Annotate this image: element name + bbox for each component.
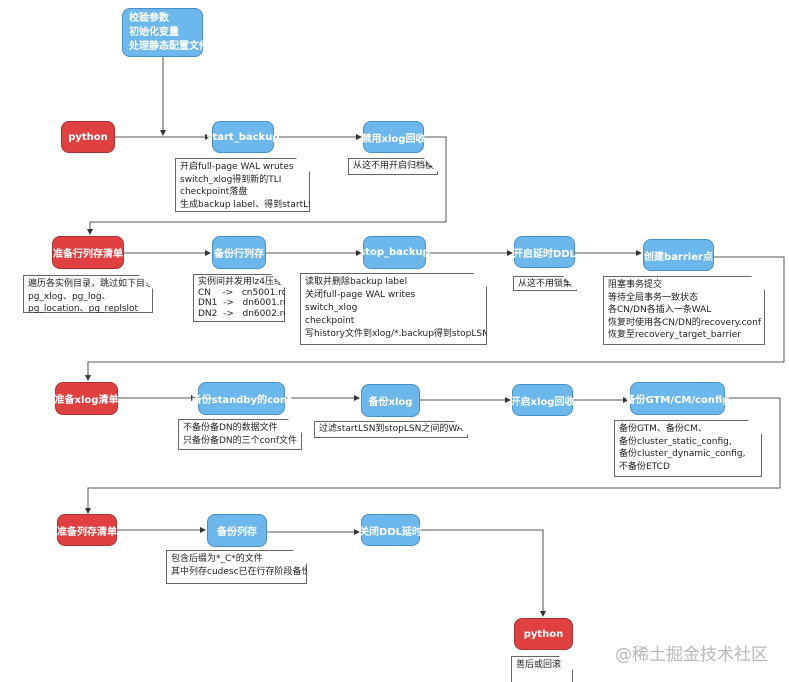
watermark: @稀土掘金技术社区 — [615, 645, 768, 665]
stop-backup-node: stop_backup — [359, 236, 430, 269]
edge — [85, 397, 781, 514]
backup-gtm-cm-config-node: 备份GTM/CM/config — [626, 382, 729, 415]
note-prepare-row-col-list: 遍历各实例目录，跳过如下目录:pg_xlog、pg_log、pg_locatio… — [23, 275, 153, 313]
label: 处理静态配置文件 — [129, 40, 209, 52]
close-delay-ddl-node: 关闭DDL延时 — [359, 514, 422, 546]
prepare-xlog-list-node: 准备xlog清单 — [55, 382, 118, 415]
label: 校验参数 — [129, 12, 169, 24]
prepare-col-list-node: 准备列存清单 — [57, 514, 117, 546]
note-python-end: 善后或回滚 — [511, 656, 573, 682]
enable-xlog-recycle-node: 开启xlog回收 — [511, 384, 574, 416]
note-backup-gtm-cm-config: 备份GTM、备份CM、备份cluster_static_config,备份clu… — [614, 420, 762, 477]
backup-col-node: 备份列存 — [207, 514, 267, 547]
edge — [420, 529, 546, 617]
disable-xlog-recycle-node: 禁用xlog回收 — [362, 121, 425, 153]
create-barrier-node: 创建barrier点 — [643, 239, 714, 271]
prepare-row-col-list-node: 准备行列存清单 — [52, 236, 124, 269]
backup-row-col-node: 备份行列存 — [212, 236, 266, 269]
note-backup-xlog: 过滤startLSN到stopLSN之间的WAL — [314, 421, 468, 438]
note-disable-xlog-recycle: 从这不用开启归档模式 — [348, 158, 438, 175]
backup-xlog-node: 备份xlog — [361, 384, 420, 417]
python-end-node: python — [514, 618, 573, 650]
note-backup-standby-conf: 不备份备DN的数据文件只备份备DN的三个conf文件 — [178, 419, 302, 450]
init-node: 校验参数 初始化变量 处理静态配置文件 — [122, 8, 209, 57]
python-start-node: python — [61, 121, 115, 153]
edge — [85, 256, 785, 381]
note-backup-col: 包含后缀为*_C*的文件其中列存cudesc已在行存阶段备份 — [166, 550, 307, 584]
start-backup-node: start_backup — [207, 121, 279, 153]
enable-delay-ddl-node: 开启延时DDL — [513, 236, 576, 268]
edge — [87, 136, 447, 235]
note-enable-delay-ddl: 从这不用锁集群 — [513, 276, 577, 291]
backup-standby-conf-node: 备份standby的conf — [192, 382, 291, 415]
label: 初始化变量 — [129, 26, 179, 38]
